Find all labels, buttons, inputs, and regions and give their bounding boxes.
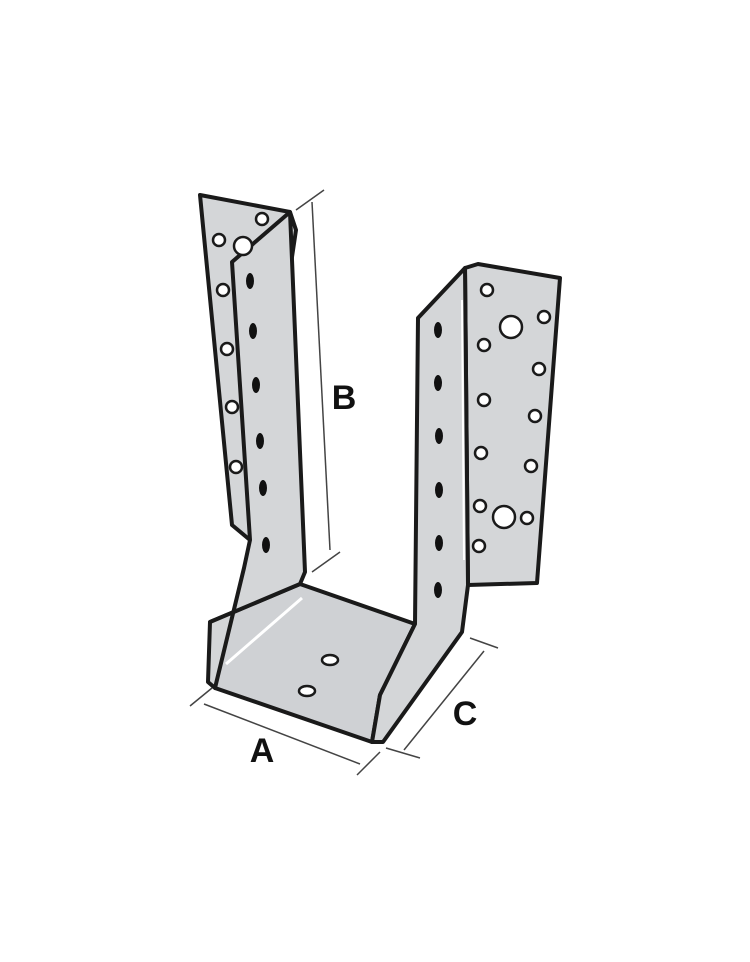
extension-line: [356, 751, 381, 776]
hole: [519, 510, 535, 526]
hole: [256, 433, 264, 449]
dimension-line: [403, 650, 485, 751]
left-flange-holes: [211, 211, 270, 475]
hole: [297, 684, 317, 698]
hole: [479, 282, 495, 298]
left-wall-nail-holes: [246, 273, 270, 553]
hole: [531, 361, 547, 377]
fold-highlight: [461, 299, 465, 561]
hole: [246, 273, 254, 289]
hole: [211, 232, 227, 248]
hole: [473, 445, 489, 461]
hole: [262, 537, 270, 553]
hole: [435, 535, 443, 551]
hole: [249, 323, 257, 339]
hole: [536, 309, 552, 325]
hole: [434, 582, 442, 598]
hole: [252, 377, 260, 393]
hole: [435, 482, 443, 498]
hole: [476, 337, 492, 353]
hole: [491, 504, 517, 530]
dimension-b: [295, 189, 341, 573]
right-flange-holes: [471, 282, 552, 554]
hole: [498, 314, 524, 340]
hole: [320, 653, 340, 667]
hole: [228, 459, 244, 475]
extension-line: [189, 687, 213, 707]
dimension-label-c: C: [453, 695, 478, 733]
dimension-a: [189, 687, 381, 776]
extension-line: [385, 747, 421, 759]
hole: [472, 498, 488, 514]
hole: [259, 480, 267, 496]
hole: [471, 538, 487, 554]
extension-line: [469, 637, 499, 649]
hole: [232, 235, 254, 257]
hole: [434, 322, 442, 338]
fold-highlight: [225, 596, 303, 666]
hole: [219, 341, 235, 357]
hole: [254, 211, 270, 227]
dimension-line: [311, 201, 331, 551]
right-wall-nail-holes: [434, 322, 443, 598]
seat-holes: [297, 653, 340, 698]
hole: [476, 392, 492, 408]
dimension-label-a: A: [250, 732, 275, 770]
left-side-wall: [206, 210, 307, 690]
right-side-wall: [370, 266, 470, 744]
extension-line: [311, 551, 341, 573]
hole: [215, 282, 231, 298]
extension-line: [295, 189, 325, 211]
dimension-line: [203, 703, 361, 765]
dimension-label-b: B: [332, 379, 357, 417]
hole: [523, 458, 539, 474]
hole: [435, 428, 443, 444]
hole: [224, 399, 240, 415]
dimension-c: [385, 637, 499, 759]
hole: [434, 375, 442, 391]
hole: [527, 408, 543, 424]
